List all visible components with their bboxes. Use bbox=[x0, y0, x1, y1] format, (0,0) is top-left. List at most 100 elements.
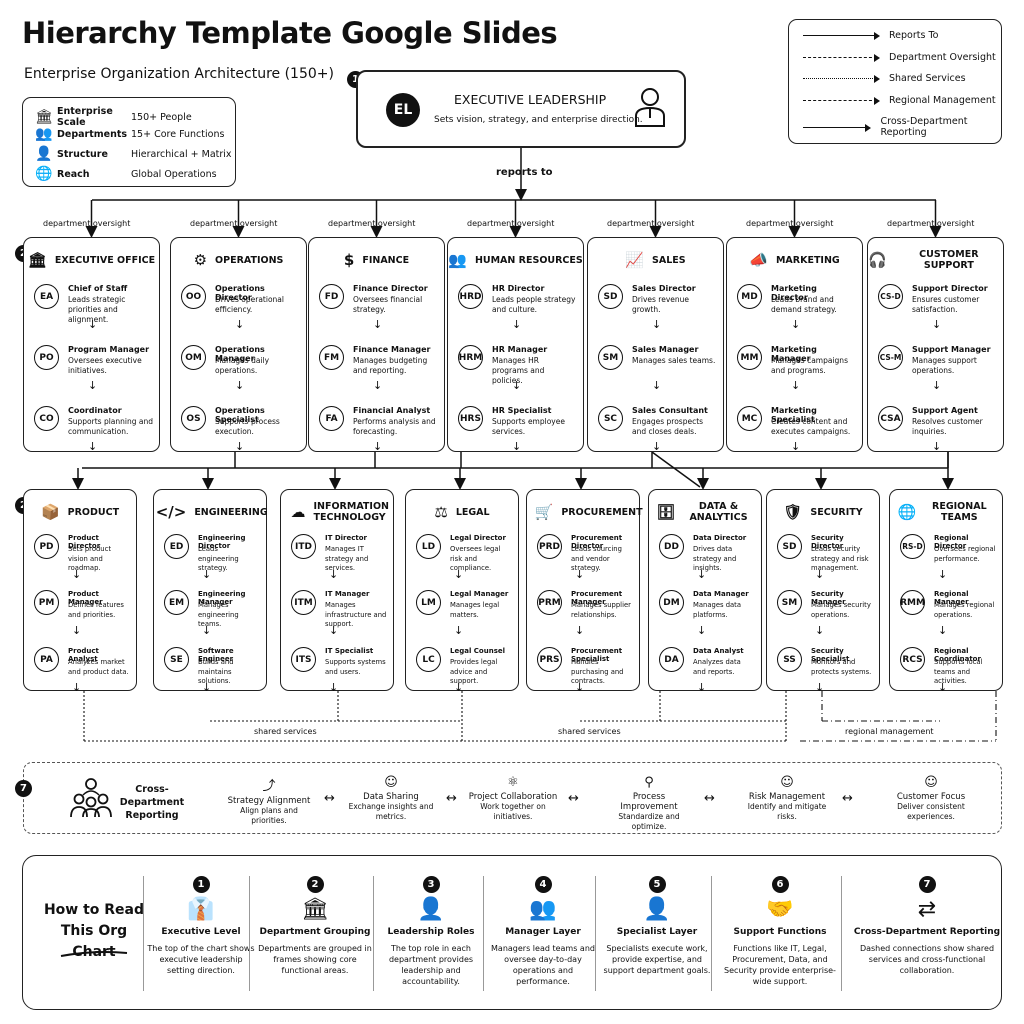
role-desc: Leads people strategy and culture. bbox=[492, 295, 576, 314]
how-to-item-title: Cross-Department Reporting bbox=[853, 927, 1001, 937]
executive-card[interactable]: EL EXECUTIVE LEADERSHIP Sets vision, str… bbox=[356, 70, 686, 148]
role-desc: Manages regional operations. bbox=[934, 601, 995, 619]
role-initials: HRD bbox=[458, 284, 483, 309]
down-arrow-icon: ↓ bbox=[512, 440, 522, 453]
role-desc: Analyzes data and reports. bbox=[693, 658, 741, 676]
oversight-label: department oversight bbox=[43, 219, 131, 228]
role-title: Product Director bbox=[68, 534, 101, 550]
regional-management-label: regional management bbox=[845, 727, 934, 736]
role-title: Procurement Manager bbox=[571, 590, 623, 606]
divider bbox=[841, 876, 842, 991]
role-desc: Leads sourcing and vendor strategy. bbox=[571, 545, 622, 572]
legend-row: Department Oversight bbox=[803, 52, 996, 63]
cross-dept-item-title: Data Sharing bbox=[363, 792, 419, 802]
role-title: Marketing Director bbox=[771, 284, 817, 302]
down-arrow-icon: ↓ bbox=[697, 624, 707, 637]
how-to-item-desc: Dashed connections show shared services … bbox=[859, 944, 995, 975]
role-initials: RCS bbox=[900, 647, 925, 672]
team-icon bbox=[70, 778, 112, 818]
role-initials: LM bbox=[416, 590, 441, 615]
down-arrow-icon: ↓ bbox=[815, 568, 825, 581]
role-title: Coordinator bbox=[68, 406, 122, 415]
down-arrow-icon: ↓ bbox=[329, 624, 339, 637]
role-desc: Leads strategic priorities and alignment… bbox=[68, 295, 126, 324]
role-initials: SM bbox=[598, 345, 623, 370]
team-icon: 👥 bbox=[529, 897, 557, 922]
exchange-arrows-icon: ↔ bbox=[446, 791, 457, 806]
legend-row: Reports To bbox=[803, 30, 938, 41]
role-title: Procurement Specialist bbox=[571, 647, 623, 663]
dept-header: 🎧CUSTOMER SUPPORT bbox=[868, 246, 1003, 274]
dept-name: ENGINEERING bbox=[194, 506, 268, 518]
